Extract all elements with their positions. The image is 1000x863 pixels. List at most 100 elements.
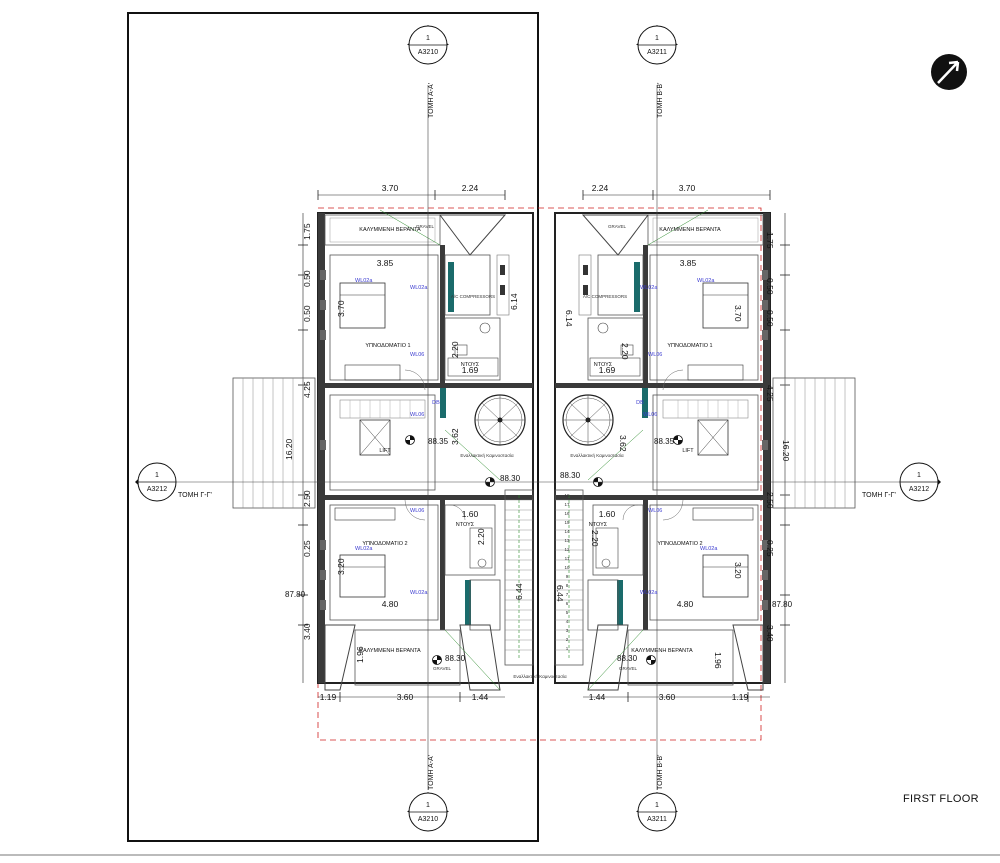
section-label-bb: ΤΟΜΗ Β-Β' <box>657 83 664 118</box>
dim-v425: 4.25 <box>302 381 312 398</box>
room-veranda-label: ΚΑΛΥΜΜΕΝΗ ΒΕΡΑΝΤΑ <box>359 227 421 233</box>
marker-sheet: A3211 <box>647 49 667 56</box>
dim-480: 4.80 <box>677 599 694 609</box>
marker-sheet: A3212 <box>147 486 167 493</box>
level-label: 88.35 <box>428 437 449 446</box>
marker-num: 1 <box>155 472 159 479</box>
room-lift-label: LIFT <box>682 448 694 454</box>
level-label: 87.80 <box>285 590 306 599</box>
section-label-aa: ΤΟΜΗ Α-Α' <box>428 83 435 118</box>
db-label: DB <box>636 400 644 406</box>
dim-v025: 0.25 <box>765 540 775 557</box>
window-tag: WL02a <box>355 278 373 284</box>
dim-bot-c: 1.19 <box>320 692 337 702</box>
dim-v050: 0.50 <box>302 270 312 287</box>
section-marker-bb-bottom <box>636 792 678 832</box>
dim-385: 3.85 <box>680 258 697 268</box>
marker-sheet: A3212 <box>909 486 929 493</box>
dim-v320: 3.20 <box>336 558 346 575</box>
dim-v196: 1.96 <box>355 646 365 663</box>
room-shower-label: ΝΤΟΥΣ <box>589 522 608 528</box>
stair-step-number: 14 <box>564 529 570 534</box>
dim-480: 4.80 <box>382 599 399 609</box>
dim-v340: 3.40 <box>765 625 775 642</box>
dim-v050: 0.50 <box>765 310 775 327</box>
dim-385: 3.85 <box>377 258 394 268</box>
section-marker-bb-top <box>636 25 678 65</box>
room-lift-label: LIFT <box>379 448 391 454</box>
level-label: 87.80 <box>772 600 793 609</box>
stair-step-number: 7 <box>566 592 569 597</box>
marker-sheet: A3210 <box>418 816 438 823</box>
window-tag: WL06 <box>410 352 424 358</box>
dim-top-a: 3.70 <box>382 183 399 193</box>
room-gravel-label: GRAVEL <box>608 224 626 229</box>
section-frame <box>127 12 539 842</box>
room-gravel-label: GRAVEL <box>416 224 434 229</box>
window-tag: WL02a <box>410 590 428 596</box>
window-tag: WL02a <box>640 285 658 291</box>
window-tag: WL02a <box>410 285 428 291</box>
dim-v175: 1.75 <box>302 223 312 240</box>
dim-v050: 0.50 <box>765 278 775 295</box>
north-arrow-icon <box>931 54 967 90</box>
marker-sheet: A3210 <box>418 49 438 56</box>
dim-v425: 4.25 <box>765 385 775 402</box>
dim-bot-b: 1.44 <box>472 692 489 702</box>
dim-v370: 3.70 <box>733 305 743 322</box>
room-bedroom1-label: ΥΠΝΟΔΟΜΑΤΙΟ 1 <box>667 343 712 349</box>
stair-step-number: 10 <box>564 565 570 570</box>
dim-top-a: 3.70 <box>679 183 696 193</box>
marker-num: 1 <box>917 472 921 479</box>
stair-step-number: 13 <box>564 538 570 543</box>
section-label-gg: ΤΟΜΗ Γ-Γ' <box>862 492 896 499</box>
dim-644: 6.44 <box>514 583 524 600</box>
section-label-bb: ΤΟΜΗ Β-Β' <box>657 755 664 790</box>
dim-644: 6.44 <box>555 585 565 602</box>
dim-160: 1.60 <box>599 509 616 519</box>
dim-v175: 1.75 <box>765 232 775 249</box>
window-tag: WL02a <box>640 590 658 596</box>
dim-614: 6.14 <box>564 310 574 327</box>
room-veranda-label: ΚΑΛΥΜΜΕΝΗ ΒΕΡΑΝΤΑ <box>631 648 693 654</box>
stair-step-number: 2 <box>566 637 569 642</box>
window-tag: WL02a <box>697 278 715 284</box>
dim-v1620: 16.20 <box>781 440 791 462</box>
dim-169: 1.69 <box>599 365 616 375</box>
dim-top-b: 2.24 <box>462 183 479 193</box>
marker-num: 1 <box>426 802 430 809</box>
dim-v370: 3.70 <box>336 300 346 317</box>
window-tag: WL06 <box>643 412 657 418</box>
room-shower-label: ΝΤΟΥΣ <box>594 362 613 368</box>
marker-num: 1 <box>426 35 430 42</box>
dim-v196: 1.96 <box>713 652 723 669</box>
section-label-aa: ΤΟΜΗ Α-Α' <box>428 755 435 790</box>
stair-step-number: 18 <box>564 493 570 498</box>
level-label: 88.30 <box>560 471 581 480</box>
stair-step-number: 3 <box>566 628 569 633</box>
section-marker-aa-bottom <box>407 792 449 832</box>
dim-v250: 2.50 <box>302 490 312 507</box>
dim-362: 3.62 <box>450 428 460 445</box>
dim-160: 1.60 <box>462 509 479 519</box>
section-label-gg: ΤΟΜΗ Γ-Γ' <box>178 492 212 499</box>
marker-num: 1 <box>655 802 659 809</box>
window-tag: WL06 <box>410 412 424 418</box>
dim-v320: 3.20 <box>733 562 743 579</box>
room-shower-label: ΝΤΟΥΣ <box>461 362 480 368</box>
level-label: 88.35 <box>654 437 675 446</box>
room-ac-label: A/C COMPRESSORS <box>583 294 627 299</box>
stair-step-number: 17 <box>564 502 570 507</box>
dim-bot-a: 3.60 <box>659 692 676 702</box>
dim-v050: 0.50 <box>302 305 312 322</box>
room-bedroom2-label: ΥΠΝΟΔΟΜΑΤΙΟ 2 <box>657 541 702 547</box>
dim-bot-c: 1.19 <box>732 692 749 702</box>
room-veranda-label: ΚΑΛΥΜΜΕΝΗ ΒΕΡΑΝΤΑ <box>359 648 421 654</box>
window-tag: WL02a <box>700 546 718 552</box>
note-label: Εναλλακτική Καμινοστασία <box>513 673 567 679</box>
window-tag: WL06 <box>410 508 424 514</box>
stair-step-number: 8 <box>566 583 569 588</box>
window-tag: WL02a <box>355 546 373 552</box>
stair-step-number: 11 <box>565 556 570 561</box>
